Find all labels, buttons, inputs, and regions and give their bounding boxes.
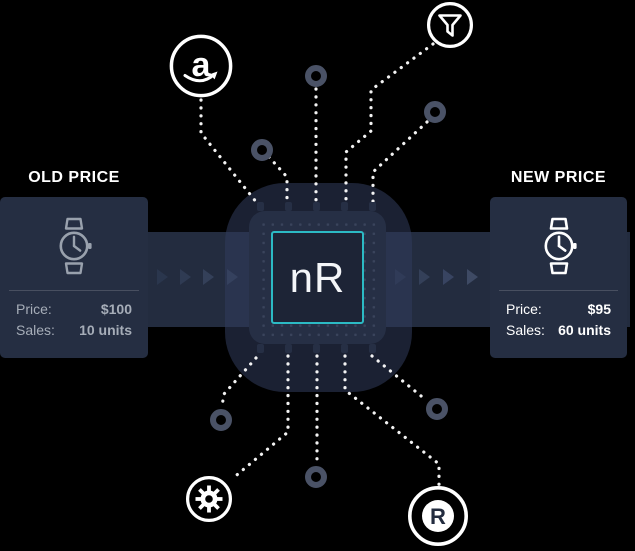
old-price-heading: OLD PRICE (28, 169, 120, 186)
chip-pin (368, 202, 376, 211)
circuit-node-ring (426, 398, 448, 420)
card-divider (9, 290, 139, 291)
price-row: Price: $100 (0, 301, 148, 317)
repricer-chip: nR (249, 202, 386, 353)
chip-core: nR (271, 231, 364, 324)
filter-icon (425, 0, 475, 55)
chevron-right-arrow (203, 269, 214, 285)
chevron-right-arrow (157, 269, 168, 285)
sales-label: Sales: (16, 322, 55, 338)
chip-pin (284, 344, 292, 353)
new-price-card: Price: $95 Sales: 60 units (490, 197, 627, 358)
r-badge-letter: R (430, 504, 446, 529)
price-label: Price: (16, 301, 52, 317)
price-label: Price: (506, 301, 542, 317)
chevron-right-arrow (180, 269, 191, 285)
chip-pin (340, 202, 348, 211)
r-badge-icon: R (406, 484, 470, 551)
gear-icon (184, 474, 234, 529)
chip-pin (368, 344, 376, 353)
chip-pin (284, 202, 292, 211)
circuit-node-ring (305, 65, 327, 87)
old-price-card: Price: $100 Sales: 10 units (0, 197, 148, 358)
dotted-wire (267, 155, 289, 206)
dotted-wire (220, 356, 258, 408)
circuit-node-ring (210, 409, 232, 431)
wristwatch-icon (59, 217, 92, 275)
dotted-wire (230, 354, 290, 481)
r-badge-disc (422, 500, 454, 532)
price-row: Price: $95 (490, 301, 627, 317)
dotted-wire (344, 42, 435, 206)
wristwatch-icon (544, 217, 577, 275)
amazon-smile-arrowhead (209, 71, 218, 80)
sales-value: 60 units (558, 322, 611, 338)
chevron-right-arrow (419, 269, 430, 285)
dotted-wire (343, 354, 441, 488)
chip-pin (312, 344, 320, 353)
circuit-node-ring (424, 101, 446, 123)
sales-value: 10 units (79, 322, 132, 338)
card-divider (499, 290, 618, 291)
chip-pin (256, 202, 264, 211)
sales-row: Sales: 10 units (0, 322, 148, 338)
price-value: $95 (587, 301, 611, 317)
circuit-node-ring (251, 139, 273, 161)
chevron-right-arrow (443, 269, 454, 285)
chip-pin (312, 202, 320, 211)
dotted-wire (370, 354, 428, 402)
price-value: $100 (100, 301, 132, 317)
funnel-glyph (438, 14, 462, 37)
chevron-right-arrow (467, 269, 478, 285)
dotted-wire (199, 98, 259, 205)
sales-label: Sales: (506, 322, 545, 338)
new-price-heading: NEW PRICE (510, 169, 607, 186)
amazon-letter: a (192, 46, 212, 84)
chip-label: nR (289, 253, 346, 301)
dotted-wire (371, 120, 429, 206)
chip-pin (256, 344, 264, 353)
amazon-icon: a (168, 33, 234, 104)
chip-pin (340, 344, 348, 353)
circuit-node-ring (305, 466, 327, 488)
gear-glyph (195, 485, 223, 513)
sales-row: Sales: 60 units (490, 322, 627, 338)
